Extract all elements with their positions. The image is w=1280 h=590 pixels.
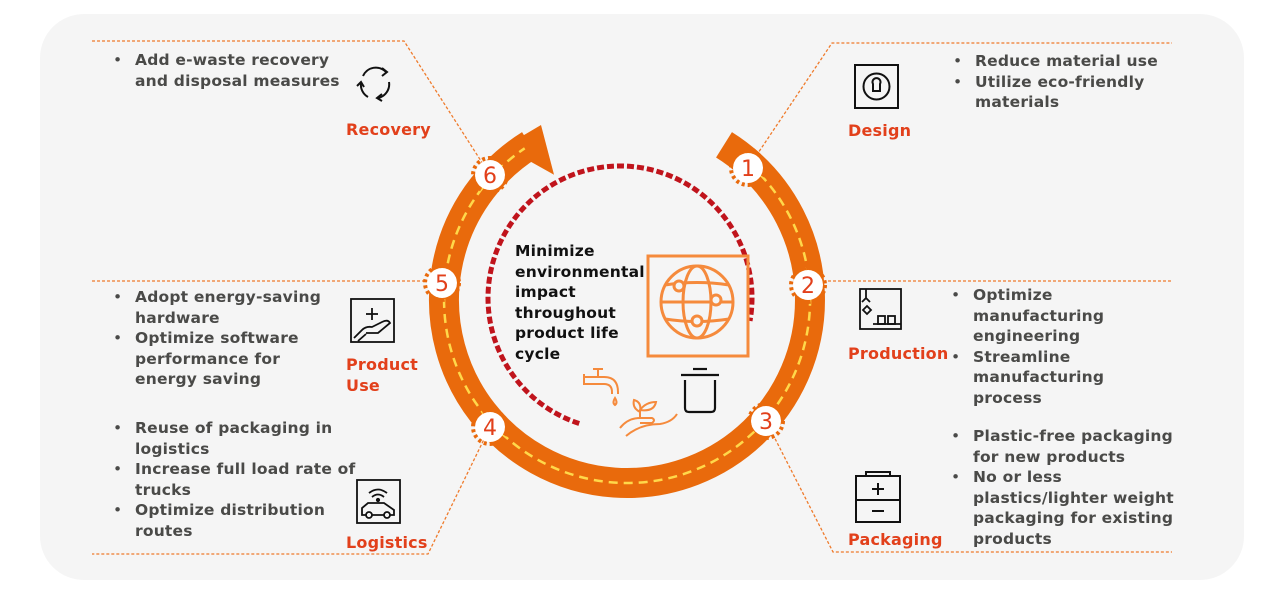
step-badge-4: 4 xyxy=(471,408,509,446)
badge-circle xyxy=(475,412,505,442)
badge-number: 4 xyxy=(483,416,497,441)
connector-recovery xyxy=(92,40,491,176)
connector-logistics xyxy=(92,426,491,555)
inner-dashed-arc-path xyxy=(485,163,755,426)
bullets-recovery: Add e-waste recovery and disposal measur… xyxy=(111,50,341,91)
connector-design xyxy=(747,42,1172,169)
inner-dashed-arc xyxy=(485,163,755,426)
stage-label-product-use-line2: Use xyxy=(346,376,380,395)
hand-plus-icon xyxy=(350,298,395,343)
badge-gear-ring xyxy=(789,266,827,304)
bullet-item: Add e-waste recovery and disposal measur… xyxy=(111,50,341,91)
bullets-design: Reduce material use Utilize eco-friendly… xyxy=(951,51,1181,113)
battery-box-icon xyxy=(855,471,901,523)
stage-label-design: Design xyxy=(848,121,912,140)
bullet-item: Optimize manufacturing engineering xyxy=(949,285,1109,347)
badge-number: 2 xyxy=(801,274,815,299)
trash-bin-icon xyxy=(681,367,719,414)
step-badge-6: 6 xyxy=(471,156,509,194)
globe-network-icon xyxy=(646,254,750,358)
badge-circle xyxy=(751,406,781,436)
badge-number: 5 xyxy=(435,272,449,297)
badge-number: 3 xyxy=(759,410,773,435)
stage-label-logistics: Logistics xyxy=(346,533,428,552)
water-tap-icon xyxy=(583,368,619,407)
bullet-item: No or less plastics/lighter weight packa… xyxy=(949,467,1179,549)
badge-gear-ring xyxy=(471,156,509,194)
stage-label-product-use-line1: Product xyxy=(346,355,418,374)
badge-number: 1 xyxy=(741,157,755,182)
step-badge-2: 2 xyxy=(789,266,827,304)
bullets-logistics: Reuse of packaging in logistics Increase… xyxy=(111,418,361,541)
hand-plant-icon xyxy=(619,398,678,437)
bullet-item: Optimize distribution routes xyxy=(111,500,361,541)
bullet-item: Reuse of packaging in logistics xyxy=(111,418,361,459)
bullet-item: Streamline manufacturing process xyxy=(949,347,1109,409)
bullet-item: Reduce material use xyxy=(951,51,1181,72)
recycle-arrows-icon xyxy=(356,66,391,102)
bullet-item: Utilize eco-friendly materials xyxy=(951,72,1181,113)
bullet-item: Optimize software performance for energy… xyxy=(111,328,321,390)
step-badge-3: 3 xyxy=(747,402,785,440)
keyhole-icon xyxy=(854,64,899,109)
stage-label-product-use: Product Use xyxy=(346,354,418,396)
stage-label-packaging: Packaging xyxy=(848,530,943,549)
stage-label-production: Production xyxy=(848,344,949,363)
factory-robot-arm-icon xyxy=(859,288,902,330)
badge-circle xyxy=(733,153,763,183)
badge-gear-ring xyxy=(471,408,509,446)
badge-gear-ring xyxy=(747,402,785,440)
bullet-item: Increase full load rate of trucks xyxy=(111,459,361,500)
bullet-item: Adopt energy-saving hardware xyxy=(111,287,321,328)
badge-gear-ring xyxy=(423,264,461,302)
bullets-product-use: Adopt energy-saving hardware Optimize so… xyxy=(111,287,321,390)
center-goal-text: Minimize environmental impact throughout… xyxy=(515,242,645,363)
connector-packaging xyxy=(765,420,1172,553)
badge-gear-ring xyxy=(729,149,767,187)
stage-label-recovery: Recovery xyxy=(346,120,431,139)
bullet-item: Plastic-free packaging for new products xyxy=(949,426,1179,467)
step-badge-1: 1 xyxy=(729,149,767,187)
badge-circle xyxy=(427,268,457,298)
bullets-production: Optimize manufacturing engineering Strea… xyxy=(949,285,1109,408)
step-badge-5: 5 xyxy=(423,264,461,302)
badge-circle xyxy=(793,270,823,300)
ring-arrow-head xyxy=(504,125,555,175)
bullets-packaging: Plastic-free packaging for new products … xyxy=(949,426,1179,549)
badge-circle xyxy=(475,160,505,190)
badge-number: 6 xyxy=(483,164,497,189)
connected-car-icon xyxy=(356,479,401,524)
